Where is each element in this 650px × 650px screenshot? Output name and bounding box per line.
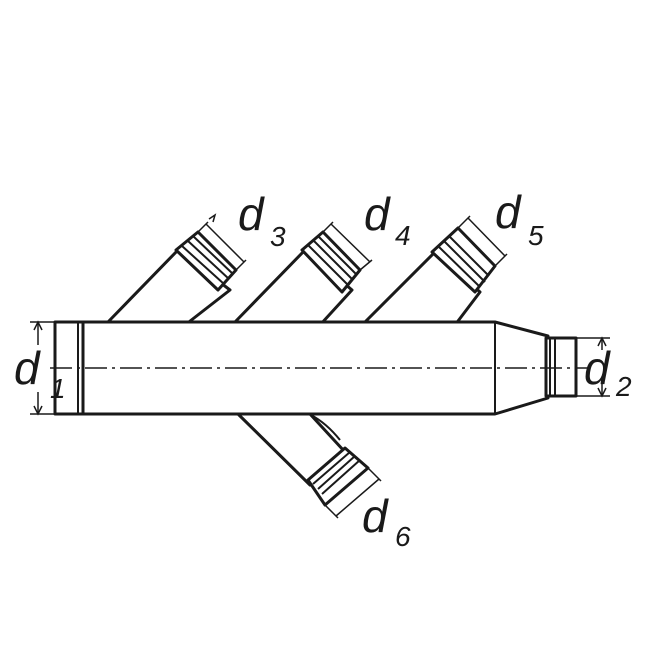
label-d5: d 5 bbox=[495, 186, 544, 251]
svg-text:d: d bbox=[495, 186, 522, 238]
svg-text:d: d bbox=[238, 188, 265, 240]
dimension-d4 bbox=[322, 221, 373, 271]
dimension-d6 bbox=[324, 467, 382, 519]
svg-text:3: 3 bbox=[270, 221, 286, 252]
dimension-d2 bbox=[576, 336, 610, 398]
svg-text:d: d bbox=[362, 490, 389, 542]
svg-text:d: d bbox=[364, 188, 391, 240]
label-d4: d 4 bbox=[364, 188, 411, 251]
dimension-d5 bbox=[457, 215, 508, 267]
svg-text:d: d bbox=[14, 342, 41, 394]
label-d6: d 6 bbox=[362, 490, 411, 552]
svg-text:1: 1 bbox=[50, 373, 66, 404]
svg-text:2: 2 bbox=[615, 371, 632, 402]
dimension-d3 bbox=[197, 213, 247, 271]
label-d3: d 3 bbox=[238, 188, 286, 252]
label-d1: d 1 bbox=[14, 342, 66, 404]
outlet-d2-collar bbox=[544, 336, 578, 398]
svg-text:5: 5 bbox=[528, 220, 544, 251]
label-d2: d 2 bbox=[584, 342, 632, 402]
branch-d4 bbox=[233, 230, 362, 338]
svg-text:d: d bbox=[584, 342, 611, 394]
svg-text:6: 6 bbox=[395, 521, 411, 552]
svg-text:4: 4 bbox=[395, 220, 411, 251]
branch-d6 bbox=[236, 405, 370, 507]
dimension-d1 bbox=[30, 320, 55, 416]
branch-d5 bbox=[363, 226, 497, 338]
